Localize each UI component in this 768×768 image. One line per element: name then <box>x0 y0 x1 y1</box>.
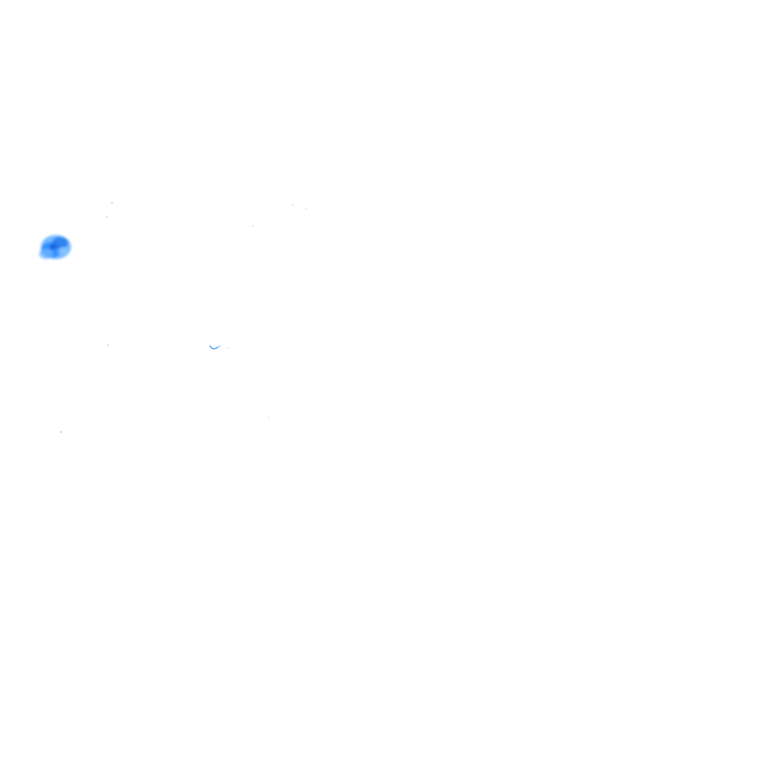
speck <box>292 204 294 206</box>
speck <box>106 216 108 218</box>
speck <box>60 431 62 433</box>
speck <box>227 347 229 349</box>
speck <box>107 344 109 346</box>
speck <box>305 208 307 210</box>
speck <box>252 225 254 227</box>
speck <box>268 417 270 419</box>
blue-smudge-icon <box>39 235 71 259</box>
tiny-blue-mark-icon <box>209 345 221 350</box>
speck <box>111 202 113 204</box>
